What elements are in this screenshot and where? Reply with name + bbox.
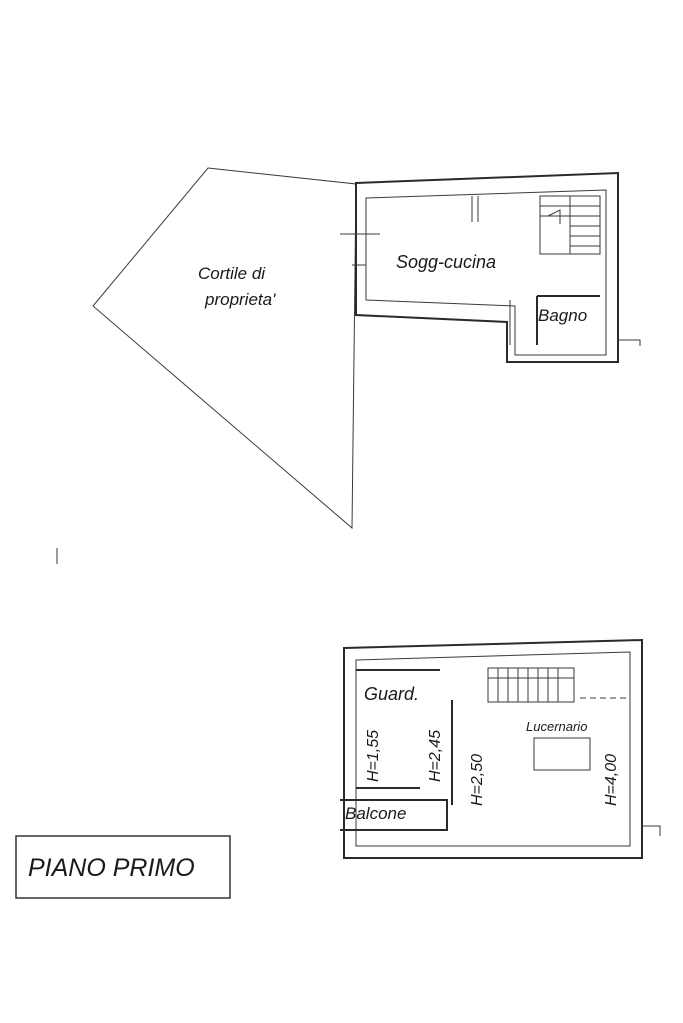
first-floor-plan: Guard. Lucernario Balcone H=1,55 H=2,45 …: [340, 638, 661, 859]
height-label-3: H=2,50: [469, 754, 486, 806]
height-label-1: H=1,55: [365, 730, 382, 782]
ground-floor-plan: Cortile di proprieta' Sogg-cucina Bagno: [92, 167, 641, 530]
kitchen-outer-wall: [355, 171, 619, 363]
balcony-label: Balcone: [345, 804, 406, 823]
title-frame: [15, 835, 231, 899]
height-label-4: H=4,00: [603, 754, 620, 806]
balcony-wall: [340, 799, 448, 831]
floor-title: PIANO PRIMO: [28, 854, 195, 882]
floor-title-box: PIANO PRIMO: [15, 835, 231, 899]
height-label-2: H=2,45: [427, 730, 444, 782]
ground-stairs: [539, 195, 601, 255]
first-floor-stairs: [487, 667, 575, 703]
first-floor-inner-wall: [355, 651, 631, 847]
courtyard-label-line2: proprieta': [204, 290, 276, 309]
skylight-label: Lucernario: [526, 719, 587, 734]
courtyard-outline: [92, 167, 357, 530]
kitchen-label: Sogg-cucina: [396, 252, 496, 272]
kitchen-inner-wall: [365, 189, 607, 356]
bathroom-label: Bagno: [538, 306, 587, 325]
wardrobe-label: Guard.: [364, 684, 419, 704]
bathroom-wall: [536, 295, 600, 345]
wardrobe-wall: [356, 669, 453, 805]
skylight-rect: [533, 737, 591, 771]
exterior-wall-stub: [618, 339, 641, 346]
first-floor-exterior-stub: [642, 825, 661, 836]
first-floor-outer-wall: [343, 638, 643, 859]
courtyard-label-line1: Cortile di: [198, 264, 266, 283]
